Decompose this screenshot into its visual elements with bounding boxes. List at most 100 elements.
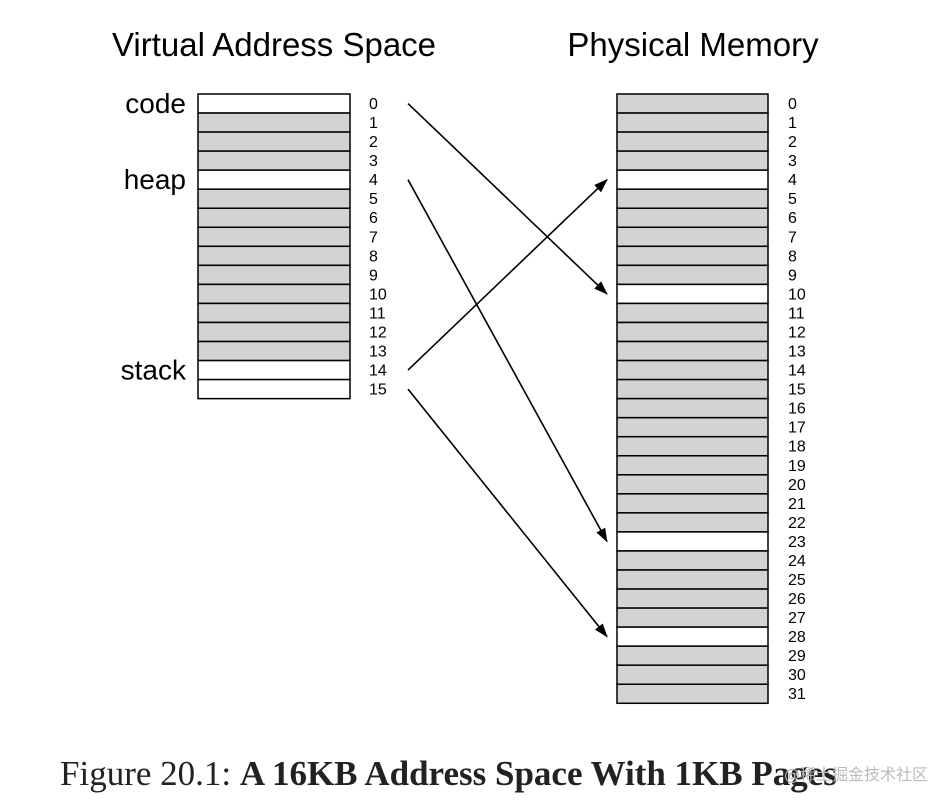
physical-page-13 [616, 340, 769, 362]
physical-page-16 [616, 397, 769, 419]
mapping-arrow [407, 388, 608, 638]
virtual-page-3 [197, 150, 351, 171]
virtual-page-number: 12 [369, 324, 387, 341]
physical-memory-title: Physical Memory [567, 26, 819, 63]
physical-page-27 [616, 607, 769, 628]
virtual-page-7 [197, 226, 351, 248]
virtual-page-number: 4 [369, 172, 378, 189]
physical-page-number: 14 [788, 363, 806, 380]
physical-page-1 [616, 112, 769, 133]
physical-page-2 [616, 131, 769, 152]
physical-page-number: 28 [788, 629, 806, 646]
physical-page-30 [616, 664, 769, 685]
virtual-page-number: 14 [369, 363, 387, 380]
physical-page-number: 9 [788, 267, 797, 284]
figure-caption: Figure 20.1: A 16KB Address Space With 1… [60, 754, 837, 793]
physical-page-number: 30 [788, 667, 806, 684]
virtual-page-number: 7 [369, 229, 378, 246]
caption-title: A 16KB Address Space With 1KB Pages [240, 754, 837, 793]
physical-page-7 [616, 226, 769, 248]
caption-prefix: Figure 20.1: [60, 754, 240, 793]
virtual-page-1 [197, 112, 351, 133]
physical-page-18 [616, 435, 769, 457]
physical-page-number: 22 [788, 515, 806, 532]
physical-page-number: 17 [788, 420, 806, 437]
physical-page-number: 24 [788, 553, 806, 570]
physical-page-0 [616, 93, 769, 114]
virtual-address-space-title: Virtual Address Space [112, 26, 436, 63]
physical-page-31 [616, 683, 769, 705]
physical-page-table: 0123456789101112131415161718192021222324… [616, 93, 806, 705]
virtual-page-number: 8 [369, 248, 378, 265]
physical-page-10 [616, 283, 769, 305]
physical-page-28 [616, 626, 769, 647]
physical-page-number: 3 [788, 153, 797, 170]
physical-page-5 [616, 188, 769, 209]
physical-page-number: 31 [788, 686, 806, 703]
physical-page-number: 18 [788, 439, 806, 456]
physical-page-number: 6 [788, 210, 797, 227]
physical-page-number: 0 [788, 96, 797, 113]
physical-page-29 [616, 645, 769, 666]
physical-page-11 [616, 302, 769, 324]
physical-page-number: 23 [788, 534, 806, 551]
segment-label-code: code [125, 88, 186, 119]
physical-page-number: 27 [788, 610, 806, 627]
physical-page-15 [616, 378, 769, 400]
virtual-page-number: 2 [369, 134, 378, 151]
mapping-arrow [407, 102, 608, 295]
virtual-page-4 [197, 169, 351, 190]
virtual-page-12 [197, 321, 351, 343]
physical-page-number: 10 [788, 286, 806, 303]
physical-page-number: 29 [788, 648, 806, 665]
virtual-page-13 [197, 340, 351, 362]
physical-page-number: 15 [788, 382, 806, 399]
physical-page-number: 12 [788, 324, 806, 341]
physical-page-number: 13 [788, 344, 806, 361]
virtual-page-0 [197, 93, 351, 114]
virtual-page-number: 1 [369, 115, 378, 132]
virtual-page-5 [197, 188, 351, 209]
physical-page-number: 20 [788, 477, 806, 494]
mapping-arrow [407, 179, 608, 543]
physical-page-14 [616, 359, 769, 381]
physical-page-number: 26 [788, 591, 806, 608]
physical-page-21 [616, 493, 769, 514]
virtual-page-number: 0 [369, 96, 378, 113]
physical-page-4 [616, 169, 769, 190]
virtual-page-8 [197, 245, 351, 267]
physical-page-20 [616, 474, 769, 495]
physical-page-number: 2 [788, 134, 797, 151]
physical-page-number: 25 [788, 572, 806, 589]
physical-page-number: 16 [788, 401, 806, 418]
physical-page-number: 21 [788, 496, 806, 513]
physical-page-6 [616, 207, 769, 229]
physical-page-number: 5 [788, 191, 797, 208]
physical-page-number: 11 [788, 305, 805, 322]
physical-page-17 [616, 416, 769, 438]
virtual-page-9 [197, 264, 351, 286]
virtual-page-number: 5 [369, 191, 378, 208]
virtual-segment-labels: code heap stack [121, 88, 187, 386]
physical-page-19 [616, 455, 769, 476]
physical-page-8 [616, 245, 769, 267]
physical-page-25 [616, 569, 769, 590]
virtual-page-number: 13 [369, 344, 387, 361]
physical-page-12 [616, 321, 769, 343]
virtual-page-number: 11 [369, 305, 386, 322]
physical-page-22 [616, 512, 769, 533]
virtual-page-number: 10 [369, 286, 387, 303]
virtual-page-10 [197, 283, 351, 305]
virtual-page-6 [197, 207, 351, 229]
physical-page-number: 7 [788, 229, 797, 246]
virtual-page-14 [197, 359, 351, 381]
virtual-page-11 [197, 302, 351, 324]
segment-label-heap: heap [124, 164, 186, 195]
virtual-page-number: 15 [369, 382, 387, 399]
physical-page-3 [616, 150, 769, 171]
segment-label-stack: stack [121, 355, 187, 386]
virtual-page-number: 3 [369, 153, 378, 170]
virtual-page-number: 6 [369, 210, 378, 227]
